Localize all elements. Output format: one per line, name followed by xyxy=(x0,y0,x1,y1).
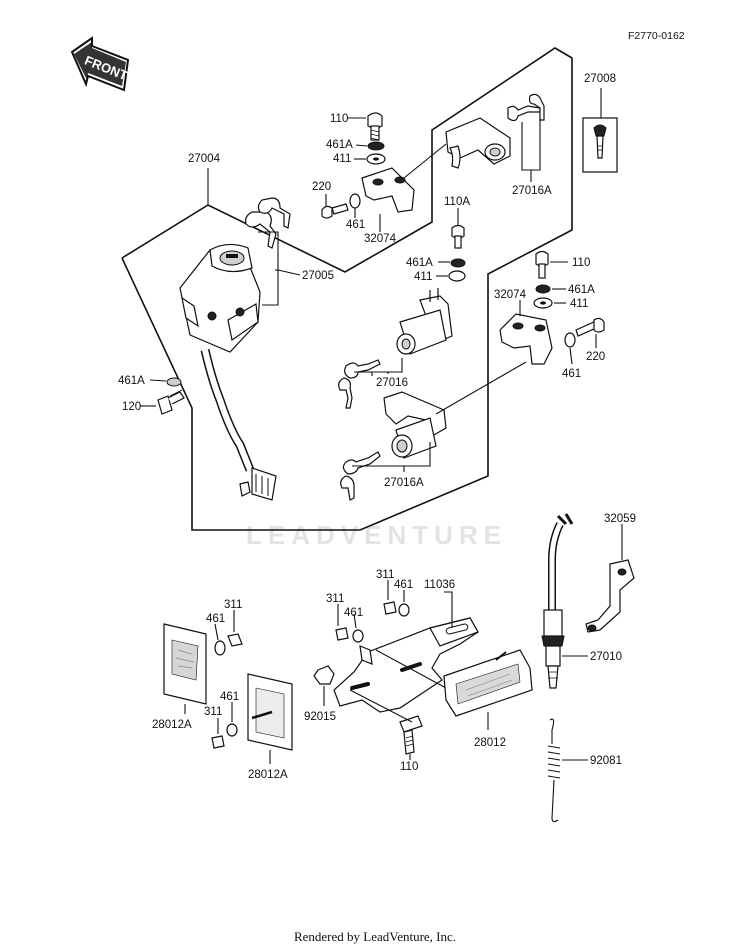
label-27008: 27008 xyxy=(584,73,616,85)
label-28012a-left: 28012A xyxy=(152,719,192,731)
nut-311-b xyxy=(211,735,225,749)
leader-461-a xyxy=(214,623,219,641)
label-461-b: 461 xyxy=(220,691,239,703)
watermark-text: LEADVENTURE xyxy=(246,520,507,550)
screw-220-right xyxy=(575,317,605,337)
label-28012: 28012 xyxy=(474,737,506,749)
label-461a-right: 461A xyxy=(568,284,595,296)
label-461-a: 461 xyxy=(206,613,225,625)
leader-line-lock-bottom xyxy=(435,361,527,415)
label-27005: 27005 xyxy=(302,270,334,282)
screw-220-left xyxy=(321,203,349,219)
label-92015: 92015 xyxy=(304,711,336,723)
washer-461-c xyxy=(398,603,410,617)
label-311-b: 311 xyxy=(204,706,222,718)
switch-27010 xyxy=(541,513,574,689)
label-28012a-right: 28012A xyxy=(248,769,288,781)
lock-27016a-bottom xyxy=(340,391,447,501)
label-461-c: 461 xyxy=(394,579,413,591)
footer-credit: Rendered by LeadVenture, Inc. xyxy=(293,929,457,944)
label-110a: 110A xyxy=(444,196,470,208)
leader-27016a-bottom xyxy=(352,442,431,472)
document-id: F2770-0162 xyxy=(628,30,685,42)
washer-461a-left xyxy=(166,377,182,387)
label-311-a: 311 xyxy=(224,599,242,611)
washer-461-right xyxy=(564,332,576,348)
label-32074-left: 32074 xyxy=(364,233,397,245)
label-27016a-bottom: 27016A xyxy=(384,477,424,489)
lock-27016 xyxy=(338,288,453,409)
label-11036: 11036 xyxy=(424,579,455,591)
label-32059: 32059 xyxy=(604,513,636,525)
label-461a-left: 461A xyxy=(118,375,145,387)
lock-27016a-top xyxy=(445,93,545,169)
leader-461-right xyxy=(569,347,573,365)
label-220-left: 220 xyxy=(312,181,331,193)
leader-line-bracket xyxy=(349,649,447,723)
washer-461-d xyxy=(352,629,364,643)
label-92081: 92081 xyxy=(590,755,622,767)
washer-411-mid xyxy=(448,270,466,282)
washer-461-a xyxy=(214,640,226,656)
reflector-28012a-left xyxy=(163,623,207,705)
front-arrow-icon: FRONT xyxy=(70,36,130,92)
label-32074-right: 32074 xyxy=(494,289,527,301)
washer-461-b xyxy=(226,723,238,737)
assembly-frame xyxy=(121,47,573,531)
washer-461a-right xyxy=(535,284,551,294)
label-110-right: 110 xyxy=(572,257,590,269)
label-27010: 27010 xyxy=(590,651,622,663)
bolt-120 xyxy=(157,389,185,415)
washer-461-top xyxy=(349,193,361,209)
leader-11036 xyxy=(444,591,453,628)
leader-461a-top xyxy=(355,144,368,147)
label-220-right: 220 xyxy=(586,351,605,363)
leader-27016a-top xyxy=(521,118,541,182)
clamp-32074-right xyxy=(499,313,553,365)
nut-92015 xyxy=(313,665,335,685)
label-411-top: 411 xyxy=(333,153,351,165)
leader-27005 xyxy=(258,231,301,306)
label-461a-mid: 461A xyxy=(406,257,433,269)
label-311-c: 311 xyxy=(376,569,394,581)
reflector-28012a-right xyxy=(247,673,293,751)
reflector-28012 xyxy=(443,649,533,717)
label-411-mid: 411 xyxy=(414,271,432,283)
label-27016: 27016 xyxy=(376,377,408,389)
bracket-11036 xyxy=(333,617,479,713)
label-120: 120 xyxy=(122,401,141,413)
label-27004: 27004 xyxy=(188,153,221,165)
leader-461-d xyxy=(353,613,357,629)
label-27016a-top: 27016A xyxy=(512,185,552,197)
label-110-top: 110 xyxy=(330,113,348,125)
label-461a-top: 461A xyxy=(326,139,353,151)
label-461-d: 461 xyxy=(344,607,363,619)
label-461-right: 461 xyxy=(562,368,581,380)
nut-311-c xyxy=(383,601,397,615)
clamp-32074-top xyxy=(361,167,415,213)
bolt-110-top xyxy=(367,112,383,141)
washer-461a-mid xyxy=(450,258,466,268)
washer-461a-top xyxy=(367,141,385,151)
bolt-110-right xyxy=(535,250,549,279)
label-311-d: 311 xyxy=(326,593,344,605)
leader-27016 xyxy=(354,358,403,376)
spring-92081 xyxy=(547,718,561,823)
nut-311-d xyxy=(335,627,349,641)
label-110-bottom: 110 xyxy=(400,761,418,773)
key-27008-icon xyxy=(593,124,607,159)
leader-461a-left xyxy=(149,379,167,382)
bolt-110-bottom xyxy=(399,715,423,755)
nut-311-a xyxy=(227,633,243,647)
bolt-110a xyxy=(451,224,465,249)
label-411-right: 411 xyxy=(570,298,588,310)
ignition-switch-27005 xyxy=(179,197,291,501)
label-461-top: 461 xyxy=(346,219,365,231)
leader-line-lock-top xyxy=(403,143,447,179)
bracket-32059 xyxy=(585,559,635,633)
